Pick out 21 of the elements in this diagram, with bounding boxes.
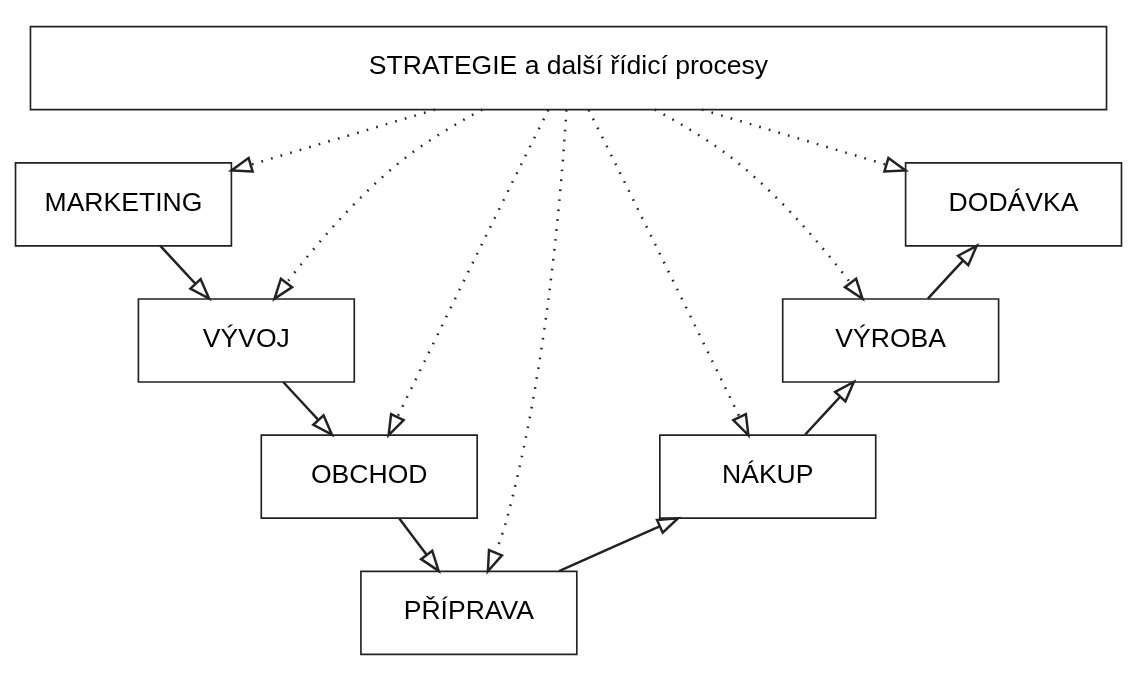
arrow: [654, 108, 865, 302]
arrow: [387, 109, 550, 438]
node-box: VÝVOJ: [137, 297, 356, 383]
arrow: [701, 107, 910, 173]
arrow: [159, 244, 212, 301]
node-box: MARKETING: [14, 161, 233, 247]
node-box: NÁKUP: [659, 433, 877, 519]
node-box: STRATEGIE a další řídicí procesy: [29, 25, 1108, 110]
arrow: [272, 108, 483, 302]
arrow: [398, 516, 441, 574]
arrow: [486, 109, 568, 575]
node-box: PŘÍPRAVA: [360, 570, 578, 655]
arrow: [282, 380, 335, 437]
arrow: [558, 516, 682, 572]
node-box: VÝROBA: [781, 297, 1000, 383]
node-box: DODÁVKA: [904, 161, 1123, 247]
node-box: OBCHOD: [260, 433, 478, 519]
arrow: [587, 109, 750, 438]
arrow: [927, 242, 980, 299]
arrow: [804, 378, 857, 436]
arrow: [227, 107, 436, 173]
